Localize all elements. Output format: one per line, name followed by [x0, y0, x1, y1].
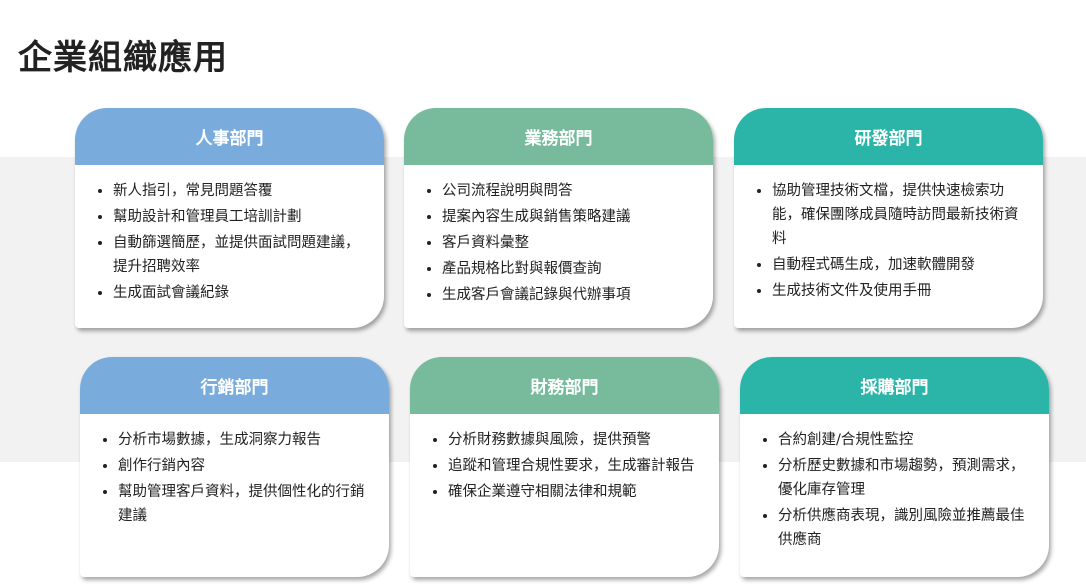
page-title: 企業組織應用	[18, 38, 228, 78]
card-list: 分析市場數據，生成洞察力報告創作行銷內容幫助管理客戶資料，提供個性化的行銷建議	[80, 428, 389, 528]
list-item: 確保企業遵守相關法律和規範	[448, 480, 703, 504]
list-item: 產品規格比對與報價查詢	[442, 257, 697, 281]
card-hr: 人事部門新人指引，常見問題答覆幫助設計和管理員工培訓計劃自動篩選簡歷，並提供面試…	[75, 108, 384, 328]
card-list: 合約創建/合規性監控分析歷史數據和市場趨勢，預測需求，優化庫存管理分析供應商表現…	[740, 428, 1049, 552]
card-rnd: 研發部門協助管理技術文檔，提供快速檢索功能，確保團隊成員隨時訪問最新技術資料自動…	[734, 108, 1043, 328]
list-item: 自動篩選簡歷，並提供面試問題建議，提升招聘效率	[113, 231, 368, 279]
card-finance: 財務部門分析財務數據與風險，提供預警追蹤和管理合規性要求，生成審計報告確保企業遵…	[410, 357, 719, 577]
list-item: 客戶資料彙整	[442, 231, 697, 255]
list-item: 合約創建/合規性監控	[778, 428, 1033, 452]
card-sales: 業務部門公司流程說明與問答提案內容生成與銷售策略建議客戶資料彙整產品規格比對與報…	[404, 108, 713, 328]
list-item: 幫助管理客戶資料，提供個性化的行銷建議	[118, 480, 373, 528]
card-list: 協助管理技術文檔，提供快速檢索功能，確保團隊成員隨時訪問最新技術資料自動程式碼生…	[734, 179, 1043, 303]
card-title: 採購部門	[740, 357, 1049, 414]
list-item: 分析財務數據與風險，提供預警	[448, 428, 703, 452]
card-title: 財務部門	[410, 357, 719, 414]
list-item: 生成技術文件及使用手冊	[772, 279, 1027, 303]
list-item: 分析市場數據，生成洞察力報告	[118, 428, 373, 452]
list-item: 分析供應商表現，識別風險並推薦最佳供應商	[778, 504, 1033, 552]
card-list: 公司流程說明與問答提案內容生成與銷售策略建議客戶資料彙整產品規格比對與報價查詢生…	[404, 179, 713, 307]
list-item: 幫助設計和管理員工培訓計劃	[113, 205, 368, 229]
list-item: 新人指引，常見問題答覆	[113, 179, 368, 203]
list-item: 分析歷史數據和市場趨勢，預測需求，優化庫存管理	[778, 454, 1033, 502]
card-procurement: 採購部門合約創建/合規性監控分析歷史數據和市場趨勢，預測需求，優化庫存管理分析供…	[740, 357, 1049, 577]
card-title: 業務部門	[404, 108, 713, 165]
list-item: 協助管理技術文檔，提供快速檢索功能，確保團隊成員隨時訪問最新技術資料	[772, 179, 1027, 251]
card-list: 新人指引，常見問題答覆幫助設計和管理員工培訓計劃自動篩選簡歷，並提供面試問題建議…	[75, 179, 384, 305]
list-item: 公司流程說明與問答	[442, 179, 697, 203]
list-item: 提案內容生成與銷售策略建議	[442, 205, 697, 229]
list-item: 創作行銷內容	[118, 454, 373, 478]
card-title: 行銷部門	[80, 357, 389, 414]
card-list: 分析財務數據與風險，提供預警追蹤和管理合規性要求，生成審計報告確保企業遵守相關法…	[410, 428, 719, 504]
card-marketing: 行銷部門分析市場數據，生成洞察力報告創作行銷內容幫助管理客戶資料，提供個性化的行…	[80, 357, 389, 577]
list-item: 生成客戶會議記錄與代辦事項	[442, 283, 697, 307]
card-title: 研發部門	[734, 108, 1043, 165]
list-item: 自動程式碼生成，加速軟體開發	[772, 253, 1027, 277]
list-item: 追蹤和管理合規性要求，生成審計報告	[448, 454, 703, 478]
list-item: 生成面試會議紀錄	[113, 281, 368, 305]
card-title: 人事部門	[75, 108, 384, 165]
